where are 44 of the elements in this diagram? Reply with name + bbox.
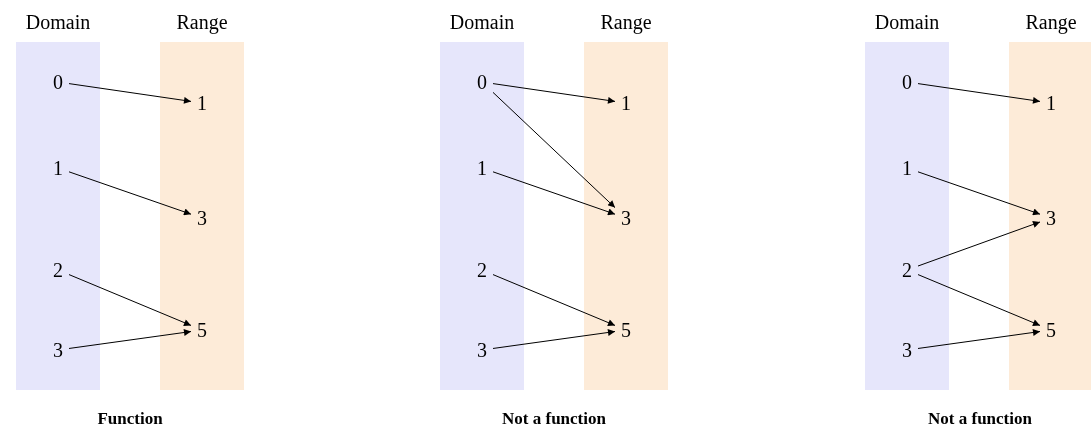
number: 2 (471, 257, 493, 283)
arrow (68, 171, 192, 216)
arrow (917, 329, 1041, 349)
arrow (917, 221, 1041, 267)
band-heading: Range (600, 10, 652, 36)
band-heading: Domain (449, 10, 515, 35)
number: 1 (47, 155, 69, 181)
caption: Not a function (928, 408, 1032, 430)
arrow (492, 329, 616, 349)
arrow (68, 83, 192, 104)
arrow (917, 83, 1041, 104)
caption: Function (97, 408, 163, 430)
number: 0 (471, 69, 493, 95)
band-heading: Domain (874, 10, 940, 35)
number: 1 (471, 155, 493, 181)
number: 2 (47, 257, 69, 283)
band-heading: Range (1025, 10, 1077, 36)
band-heading: Domain (25, 10, 91, 35)
number: 3 (896, 337, 918, 363)
arrow (492, 91, 616, 209)
arrow (917, 274, 1041, 326)
number: 0 (47, 69, 69, 95)
arrow (68, 274, 192, 326)
arrow (917, 171, 1041, 216)
number: 1 (1040, 90, 1062, 116)
number: 3 (471, 337, 493, 363)
number: 1 (896, 155, 918, 181)
number: 1 (191, 90, 213, 116)
number: 3 (615, 205, 637, 231)
arrow (492, 274, 616, 326)
number: 2 (896, 257, 918, 283)
number: 3 (191, 205, 213, 231)
number: 3 (1040, 205, 1062, 231)
number: 5 (1040, 317, 1062, 343)
number: 5 (191, 317, 213, 343)
number: 3 (47, 337, 69, 363)
band-heading: Range (176, 10, 228, 36)
number: 1 (615, 90, 637, 116)
arrow (68, 329, 192, 349)
number: 5 (615, 317, 637, 343)
arrow (492, 171, 616, 216)
number: 0 (896, 69, 918, 95)
arrow (492, 83, 616, 104)
caption: Not a function (502, 408, 606, 430)
